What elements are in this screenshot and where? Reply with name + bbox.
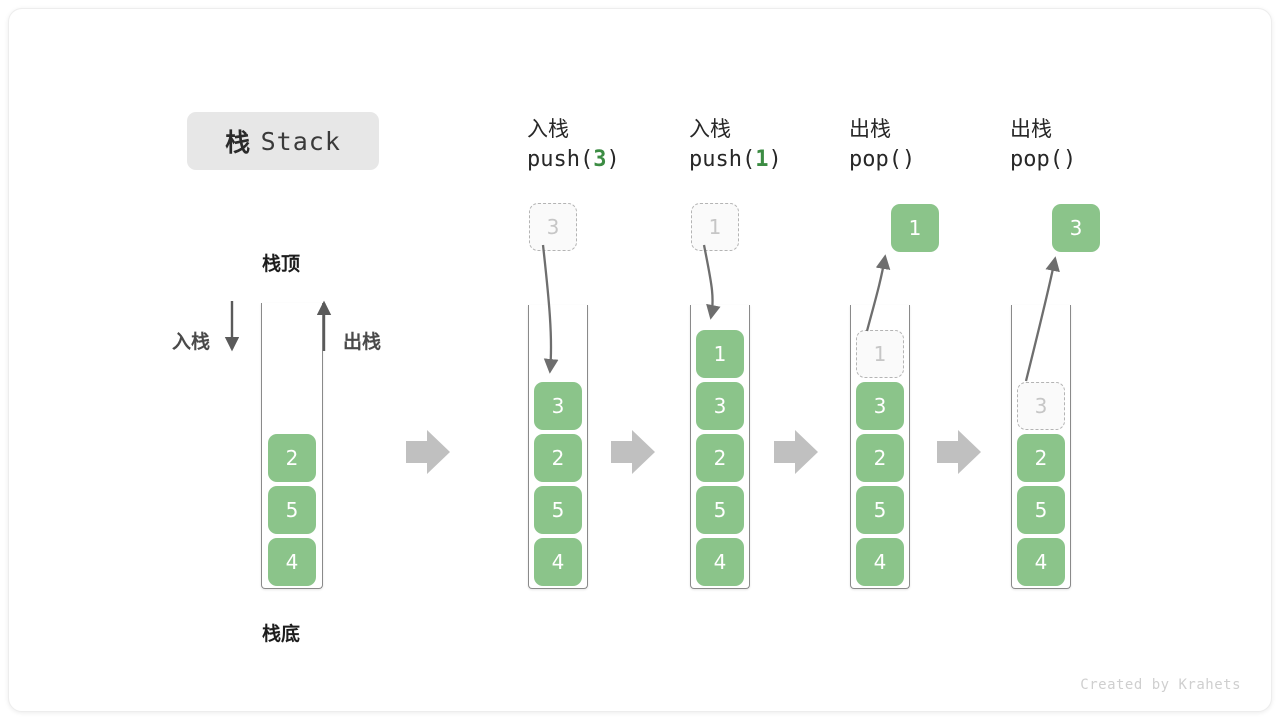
stack-cell-floating-step-push-1: 1	[691, 203, 739, 251]
stack-cell-floating-step-push-3: 3	[529, 203, 577, 251]
title-badge: 栈 Stack	[187, 112, 379, 170]
column-header-step-pop-3: 出栈 pop()	[1010, 114, 1076, 176]
stack-cell-step-push-1-4: 4	[696, 538, 744, 586]
transition-arrow-1	[406, 430, 450, 474]
stack-cell-step-push-3-4: 4	[534, 538, 582, 586]
stack-cell-initial-5: 5	[268, 486, 316, 534]
stack-cell-initial-2: 2	[268, 434, 316, 482]
column-header-step-pop-1: 出栈 pop()	[849, 114, 915, 176]
stack-cell-step-push-3-5: 5	[534, 486, 582, 534]
column-header-step-push-3: 入栈 push(3)	[527, 114, 620, 176]
stack-cell-step-pop-1-3: 3	[856, 382, 904, 430]
transition-arrow-2	[611, 430, 655, 474]
footer-credit: Created by Krahets	[1080, 677, 1241, 693]
label-stack-bottom: 栈底	[262, 623, 301, 645]
stack-cell-step-pop-1-1: 1	[856, 330, 904, 378]
stack-cell-step-pop-3-3: 3	[1017, 382, 1065, 430]
title-en: Stack	[260, 126, 341, 156]
stack-cell-step-push-3-3: 3	[534, 382, 582, 430]
stack-cell-step-push-1-5: 5	[696, 486, 744, 534]
column-header-cn-step-pop-3: 出栈	[1010, 117, 1052, 141]
column-header-cn-step-pop-1: 出栈	[849, 117, 891, 141]
column-header-code-step-pop-1: pop()	[849, 147, 916, 172]
column-header-cn-step-push-3: 入栈	[527, 117, 569, 141]
stack-cell-step-push-1-1: 1	[696, 330, 744, 378]
stack-cell-step-pop-3-2: 2	[1017, 434, 1065, 482]
code-argument-step-push-3: 3	[593, 147, 607, 172]
stack-cell-step-push-3-2: 2	[534, 434, 582, 482]
stack-cell-step-pop-1-2: 2	[856, 434, 904, 482]
stack-cell-step-pop-3-4: 4	[1017, 538, 1065, 586]
label-push-side: 入栈	[172, 331, 211, 353]
stack-cell-step-pop-3-5: 5	[1017, 486, 1065, 534]
label-pop-side: 出栈	[343, 331, 382, 353]
column-header-cn-step-push-1: 入栈	[689, 117, 731, 141]
title-cn: 栈	[225, 128, 251, 157]
transition-arrow-4	[937, 430, 981, 474]
stack-cell-initial-4: 4	[268, 538, 316, 586]
label-stack-top: 栈顶	[262, 253, 301, 275]
column-header-step-push-1: 入栈 push(1)	[689, 114, 782, 176]
column-header-code-step-pop-3: pop()	[1010, 147, 1077, 172]
code-argument-step-push-1: 1	[755, 147, 769, 172]
stack-cell-floating-step-pop-1: 1	[891, 204, 939, 252]
stack-cell-step-push-1-3: 3	[696, 382, 744, 430]
column-header-code-step-push-1: push(1)	[689, 147, 782, 172]
stack-cell-floating-step-pop-3: 3	[1052, 204, 1100, 252]
transition-arrow-3	[774, 430, 818, 474]
column-header-code-step-push-3: push(3)	[527, 147, 620, 172]
stack-cell-step-push-1-2: 2	[696, 434, 744, 482]
stack-cell-step-pop-1-5: 5	[856, 486, 904, 534]
stack-cell-step-pop-1-4: 4	[856, 538, 904, 586]
